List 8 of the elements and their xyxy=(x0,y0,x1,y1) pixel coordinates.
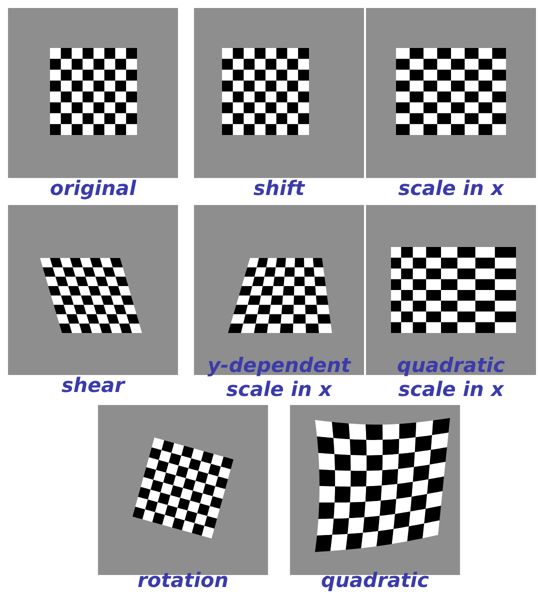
caption: quadratic scale in x xyxy=(396,353,506,401)
caption: scale in x xyxy=(397,176,506,200)
caption: quadratic xyxy=(320,568,430,592)
caption: shift xyxy=(252,176,306,200)
caption: original xyxy=(48,176,138,200)
caption: shear xyxy=(60,373,126,397)
caption: y-dependent scale in x xyxy=(206,353,352,401)
caption: rotation xyxy=(136,568,230,592)
